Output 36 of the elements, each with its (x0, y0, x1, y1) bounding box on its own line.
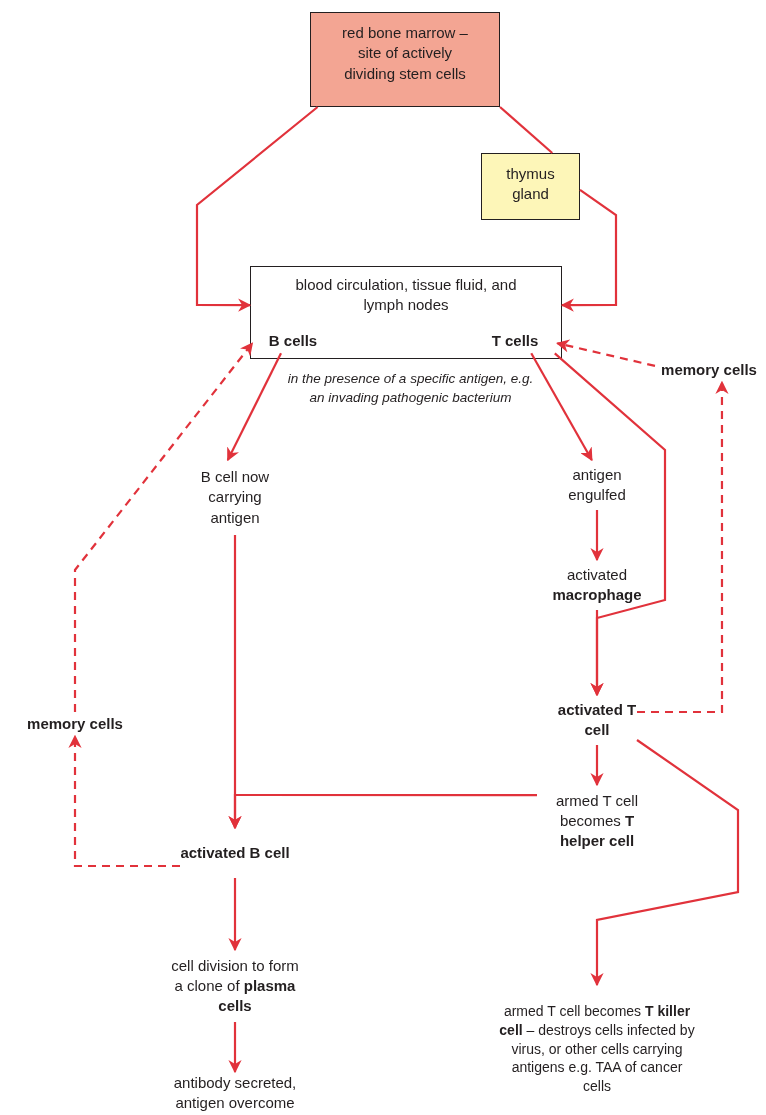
step-text: armed T cell becomes T helper cell (537, 785, 657, 857)
circulation-box (250, 266, 562, 359)
step-text: antigen engulfed (545, 460, 649, 510)
condition-note: in the presence of a specific antigen, e.g. an invading pathogenic bacterium (286, 370, 535, 407)
step-text: antibody secreted, antigen overcome (160, 1072, 310, 1114)
step-text: armed T cell becomes T killer cell – destroys cells infected by virus, or other cells carrying antigens e.g. TAA of cancer cells (497, 985, 697, 1113)
dashed-arrow (73, 342, 254, 712)
arrow (195, 106, 319, 312)
box-text: blood circulation, tissue fluid, and lymph nodes (294, 275, 518, 316)
step-text: memory cells (655, 358, 763, 382)
arrow (590, 510, 604, 562)
arrow (590, 739, 740, 987)
arrow (228, 1022, 242, 1074)
arrow (590, 610, 604, 697)
cell-type-label: B cells (252, 329, 334, 353)
step-text: B cell now carrying antigen (190, 460, 280, 535)
step-text: activated T cell (557, 695, 637, 745)
thymus-box (481, 153, 580, 220)
box-text: red bone marrow – site of actively dividing stem cells (341, 23, 469, 84)
step-text: activated macrophage (530, 560, 664, 610)
arrow (226, 352, 282, 462)
dashed-arrow (556, 339, 656, 367)
dashed-arrow (68, 734, 180, 868)
arrow (228, 878, 242, 952)
arrow (590, 745, 604, 787)
step-text: memory cells (8, 712, 142, 736)
step-text: cell division to form a clone of plasma cells (165, 950, 305, 1022)
arrow (530, 352, 593, 462)
connector-line (499, 106, 553, 154)
step-text: activated B cell (180, 828, 290, 878)
arrow (228, 793, 537, 830)
bone-marrow-box (310, 12, 500, 107)
dashed-arrow (637, 380, 729, 714)
cell-type-label: T cells (473, 329, 557, 353)
box-text: thymus gland (505, 164, 556, 205)
arrow (560, 188, 618, 312)
